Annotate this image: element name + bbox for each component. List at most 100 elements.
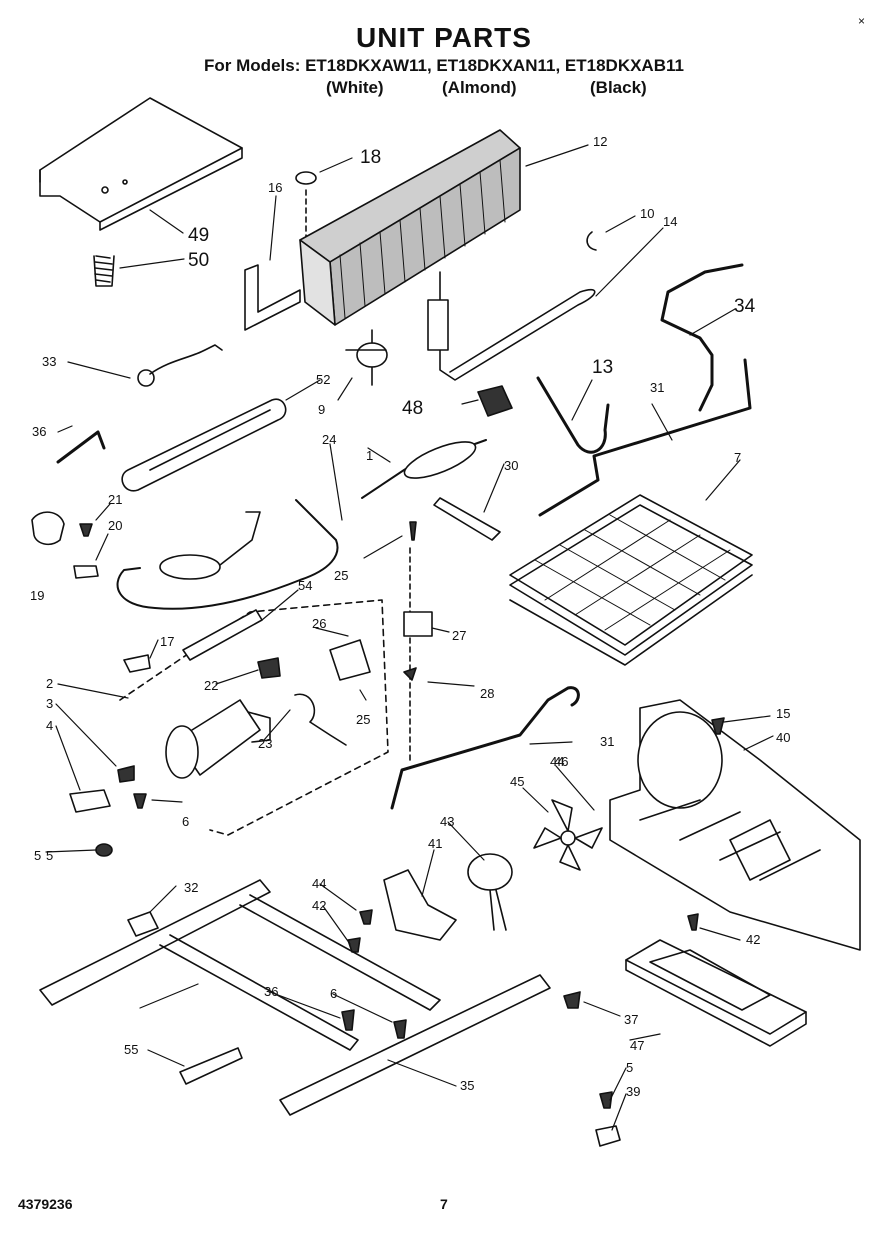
- callout-37: 37: [624, 1012, 638, 1027]
- relay-part: [403, 611, 433, 637]
- compressor-kit-outline: [119, 599, 389, 836]
- grommet-part: [31, 511, 65, 546]
- callout-21: 21: [108, 492, 122, 507]
- callout-14: 14: [663, 214, 677, 229]
- callout-33: 33: [42, 354, 56, 369]
- variant-white: (White): [326, 78, 384, 97]
- condenser-coil: [299, 129, 521, 326]
- callout-34: 34: [734, 296, 756, 317]
- grommet-3: [117, 765, 135, 783]
- callout-6-left: 6: [182, 814, 189, 829]
- callout-55: 55: [124, 1042, 138, 1057]
- callout-29: 25: [334, 568, 348, 583]
- screw-21: [79, 523, 93, 537]
- callout-3: 3: [46, 696, 53, 711]
- callout-13: 13: [592, 357, 613, 378]
- callout-44: 44: [312, 876, 326, 891]
- cable-tie: [433, 497, 501, 541]
- discharge-tube: [660, 263, 744, 412]
- drain-valve: [345, 329, 388, 386]
- callout-12: 12: [593, 134, 607, 149]
- callout-23: 23: [258, 736, 272, 751]
- callout-24: 24: [322, 432, 336, 447]
- callout-49: 49: [188, 225, 209, 246]
- callout-47: 47: [630, 1038, 644, 1053]
- callout-42-right: 42: [746, 932, 760, 947]
- evaporator-coil: [509, 494, 753, 666]
- clamp-39: [595, 1125, 621, 1147]
- doc-number: 4379236: [18, 1196, 73, 1212]
- callout-41: 41: [428, 836, 442, 851]
- callout-2: 2: [46, 676, 53, 691]
- fan-shroud: [609, 699, 861, 951]
- callout-22: 22: [204, 678, 218, 693]
- insulation-tube: [121, 398, 287, 492]
- fan-blade: [533, 799, 603, 871]
- clip-32: [127, 911, 159, 937]
- overload-sleeve: [182, 609, 263, 661]
- callout-19: 19: [30, 588, 44, 603]
- u-tube: [536, 376, 610, 454]
- page-number: 7: [440, 1196, 448, 1212]
- callout-26: 26: [312, 616, 326, 631]
- leader-lines: [45, 144, 774, 1131]
- suction-tube: [538, 358, 752, 517]
- callout-5-left: 5: [34, 848, 41, 863]
- cap-part: [477, 385, 513, 417]
- callout-45: 45: [510, 774, 524, 789]
- models-line: For Models: ET18DKXAW11, ET18DKXAN11, ET…: [204, 56, 684, 75]
- callout-28: 28: [480, 686, 494, 701]
- variant-almond: (Almond): [442, 78, 517, 97]
- callout-31-bottom: 31: [600, 734, 614, 749]
- condenser-bracket: [244, 264, 301, 331]
- callout-30: 30: [504, 458, 518, 473]
- overload-26: [329, 639, 371, 681]
- callout-5-bottom: 5: [626, 1060, 633, 1075]
- grommet-5: [95, 843, 113, 857]
- process-tube: [390, 686, 580, 810]
- callout-43: 43: [440, 814, 454, 829]
- clip-part: [586, 231, 597, 251]
- screws-36-6: [341, 1009, 407, 1039]
- screw-29: [409, 521, 417, 541]
- spring-part: [93, 255, 115, 287]
- cover-plate: [39, 97, 243, 231]
- screw-37: [563, 991, 581, 1009]
- screw-5: [599, 1091, 613, 1109]
- corner-mark: ×: [858, 14, 866, 28]
- callout-10: 10: [640, 206, 654, 221]
- callout-9: 9: [318, 402, 325, 417]
- callout-labels: 12 18 16 10 14 49 50 34 33 52 9 13 48 36…: [30, 134, 790, 1099]
- callout-5-mid: 5: [46, 848, 53, 863]
- page-title: UNIT PARTS: [356, 22, 532, 53]
- callout-27: 27: [452, 628, 466, 643]
- screws-44-42: [347, 909, 373, 953]
- callout-31-top: 31: [650, 380, 664, 395]
- thermostat-sensor: [137, 344, 223, 387]
- callout-50: 50: [188, 250, 209, 271]
- callout-4: 4: [46, 718, 53, 733]
- callout-42-left: 42: [312, 898, 326, 913]
- harness-23: [294, 693, 347, 746]
- callout-52: 52: [316, 372, 330, 387]
- nut-28: [403, 667, 417, 681]
- tube-part: [56, 430, 106, 464]
- callout-25: 25: [356, 712, 370, 727]
- fan-motor: [467, 853, 513, 931]
- washer-part: [295, 171, 317, 185]
- callout-1: 1: [366, 448, 373, 463]
- screw-6: [133, 793, 147, 809]
- filter-drier: [361, 439, 487, 499]
- callout-32: 32: [184, 880, 198, 895]
- motor-bracket: [383, 869, 457, 941]
- callout-20: 20: [108, 518, 122, 533]
- callout-4s: 44: [550, 754, 564, 769]
- connector-17: [123, 654, 151, 673]
- callout-46: 46: [554, 754, 568, 769]
- relay-22: [257, 657, 281, 679]
- callout-6-bottom: 6: [330, 986, 337, 1001]
- screw-42: [687, 913, 699, 931]
- callout-16: 16: [268, 180, 282, 195]
- callout-36-bottom: 36: [264, 984, 278, 999]
